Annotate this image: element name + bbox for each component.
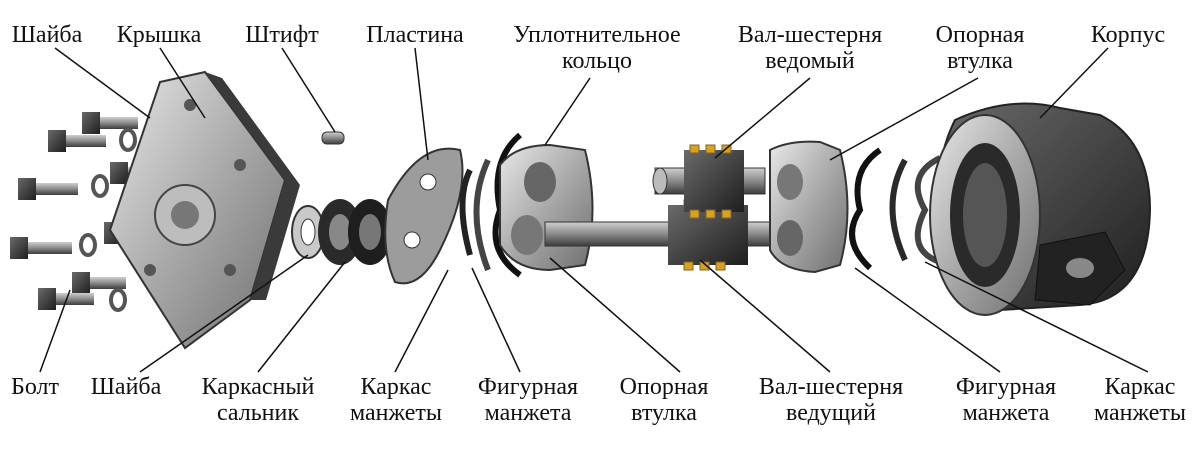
- label-drive-gear-shaft: Вал-шестерня ведущий: [758, 374, 904, 426]
- label-washer-top: Шайба: [11, 22, 83, 48]
- label-plate: Пластина: [366, 22, 464, 48]
- drive-gear-shaft: [544, 199, 776, 271]
- right-cuffs: [849, 147, 942, 271]
- housing: [929, 102, 1152, 316]
- label-driven-gear-shaft: Вал-шестерня ведомый: [737, 22, 883, 74]
- label-housing: Корпус: [1090, 22, 1166, 48]
- label-pin: Штифт: [245, 22, 319, 48]
- label-shaped-cuff-left: Фигурная манжета: [477, 374, 579, 426]
- frame-oil-seal: [291, 199, 392, 265]
- label-support-sleeve-bottom: Опорная втулка: [619, 374, 709, 426]
- support-sleeve-left: [499, 143, 594, 272]
- support-sleeve-right: [769, 140, 849, 274]
- leader-lines: [39, 47, 1149, 373]
- label-support-sleeve-top: Опорная втулка: [935, 22, 1025, 74]
- driven-gear-shaft: [652, 144, 766, 219]
- label-frame-oil-seal: Каркасный сальник: [201, 374, 315, 426]
- label-cuff-frame-right: Каркас манжеты: [1093, 374, 1187, 426]
- plate: [384, 147, 464, 285]
- label-bolt: Болт: [11, 374, 59, 400]
- pin: [321, 131, 345, 145]
- label-seal-ring: Уплотнительное кольцо: [513, 22, 681, 74]
- label-shaped-cuff-right: Фигурная манжета: [955, 374, 1057, 426]
- label-cuff-frame-left: Каркас манжеты: [349, 374, 443, 426]
- label-washer-bottom: Шайба: [90, 374, 162, 400]
- label-cover: Крышка: [116, 22, 202, 48]
- cover: [108, 70, 300, 350]
